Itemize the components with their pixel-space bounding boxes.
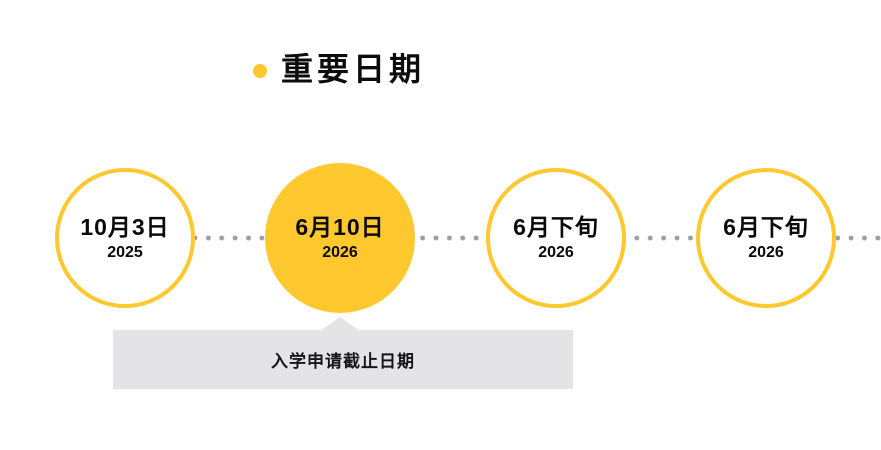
- milestone-date: 6月10日: [295, 213, 385, 240]
- bullet-icon: [253, 63, 267, 78]
- milestone-date: 6月下旬: [723, 213, 809, 240]
- tooltip-label: 入学申请截止日期: [271, 352, 415, 371]
- milestone-circle-3[interactable]: 6月下旬 2026: [486, 168, 626, 308]
- milestone-circle-2-active[interactable]: 6月10日 2026: [265, 163, 415, 313]
- section-header: 重要日期: [253, 53, 425, 85]
- milestone-year: 2025: [107, 244, 143, 262]
- milestone-year: 2026: [322, 244, 358, 262]
- milestone-tooltip: 入学申请截止日期: [113, 330, 573, 389]
- milestone-circle-1[interactable]: 10月3日 2025: [55, 168, 195, 308]
- tooltip-arrow-up-icon: [320, 317, 360, 331]
- milestone-year: 2026: [538, 244, 574, 262]
- milestone-date: 6月下旬: [513, 213, 599, 240]
- milestone-year: 2026: [748, 244, 784, 262]
- milestone-circle-4[interactable]: 6月下旬 2026: [696, 168, 836, 308]
- milestone-date: 10月3日: [80, 213, 170, 240]
- section-title: 重要日期: [281, 51, 426, 87]
